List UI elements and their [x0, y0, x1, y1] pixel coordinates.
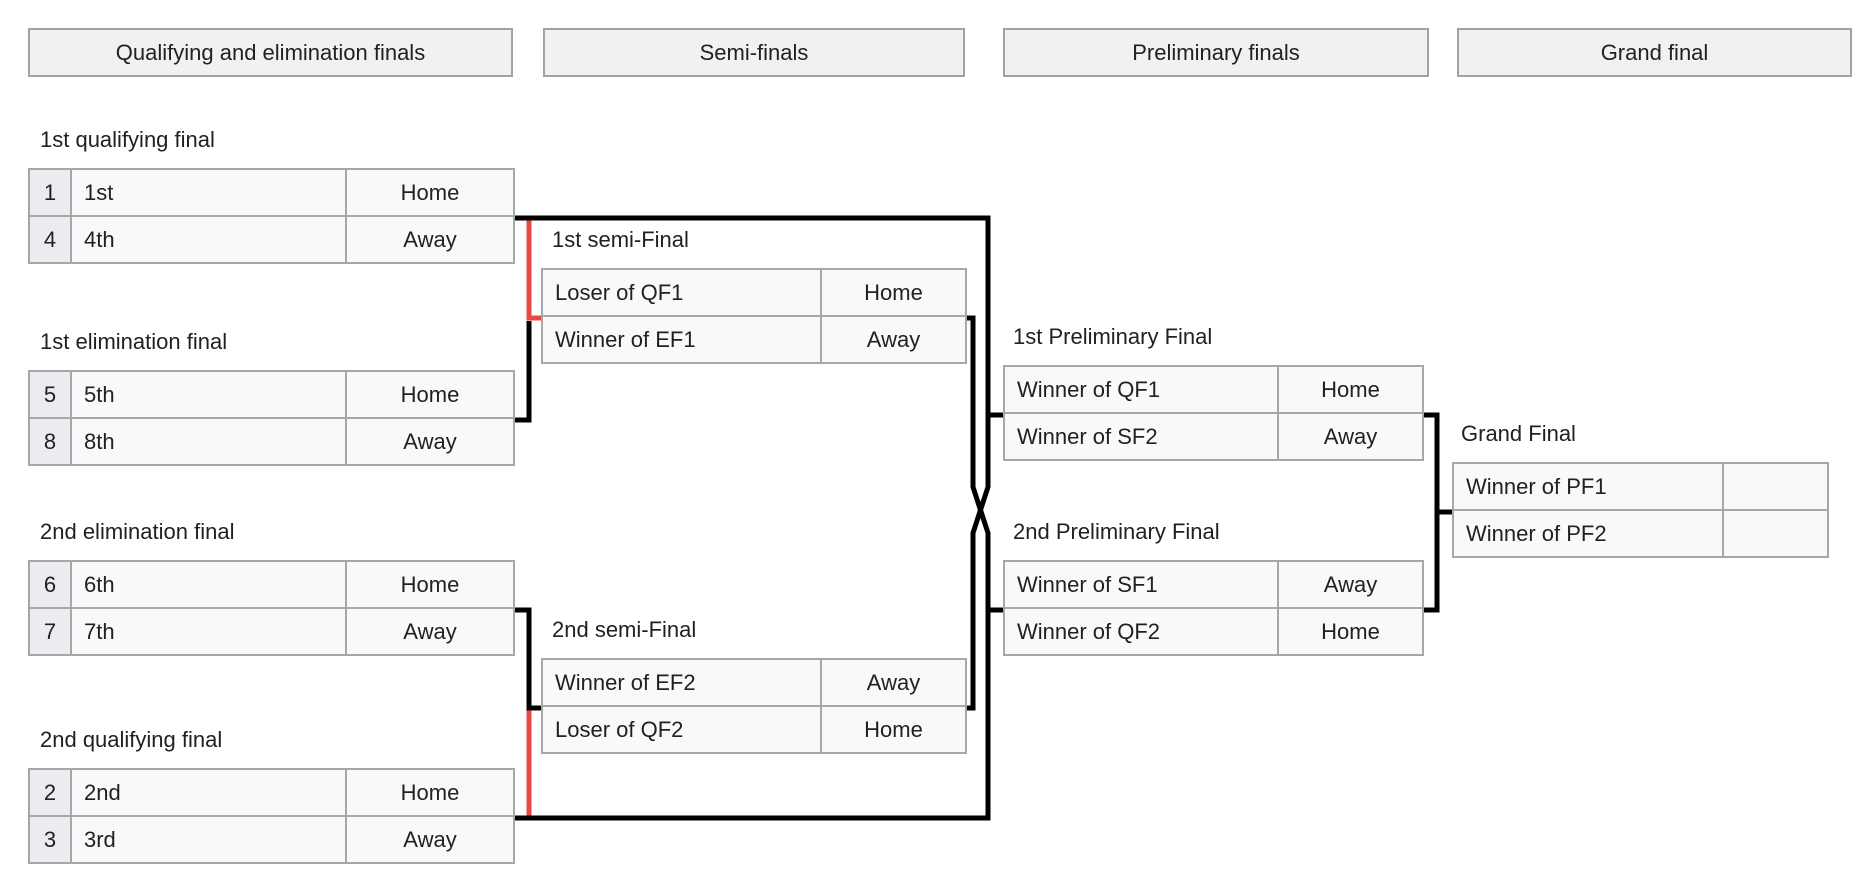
round-header-grandfinal: Grand final: [1457, 28, 1852, 77]
seed-cell: 5: [28, 370, 72, 419]
qf2-table: 2 2nd Home 3 3rd Away: [28, 768, 515, 864]
table-row: 7 7th Away: [28, 607, 515, 656]
ef1-winner-connector: [513, 321, 532, 423]
seed-cell: 6: [28, 560, 72, 609]
sf2-table: Winner of EF2 Away Loser of QF2 Home: [541, 658, 967, 754]
table-row: 3 3rd Away: [28, 815, 515, 864]
team-cell: Winner of PF2: [1452, 509, 1724, 558]
ef1-title: 1st elimination final: [40, 329, 228, 354]
venue-cell: Home: [345, 168, 515, 217]
round-header-qualifying: Qualifying and elimination finals: [28, 28, 513, 77]
qf1-winner-connector: [513, 215, 1003, 418]
venue-cell: Home: [1277, 365, 1424, 414]
team-cell: 2nd: [70, 768, 347, 817]
venue-cell: Home: [345, 370, 515, 419]
table-row: Winner of SF1 Away: [1003, 560, 1424, 609]
venue-cell: [1722, 509, 1829, 558]
ef2-table: 6 6th Home 7 7th Away: [28, 560, 515, 656]
team-cell: 5th: [70, 370, 347, 419]
venue-cell: Away: [1277, 412, 1424, 461]
seed-cell: 3: [28, 815, 72, 864]
sf1-table: Loser of QF1 Home Winner of EF1 Away: [541, 268, 967, 364]
ef2-title: 2nd elimination final: [40, 519, 235, 544]
pf1-table: Winner of QF1 Home Winner of SF2 Away: [1003, 365, 1424, 461]
venue-cell: Away: [345, 215, 515, 264]
seed-cell: 2: [28, 768, 72, 817]
table-row: 4 4th Away: [28, 215, 515, 264]
ef2-winner-connector: [513, 607, 541, 711]
table-row: Loser of QF1 Home: [541, 268, 967, 317]
venue-cell: Home: [820, 268, 967, 317]
venue-cell: Home: [1277, 607, 1424, 656]
team-cell: 3rd: [70, 815, 347, 864]
venue-cell: Away: [345, 607, 515, 656]
seed-cell: 4: [28, 215, 72, 264]
venue-cell: Home: [345, 560, 515, 609]
table-row: 5 5th Home: [28, 370, 515, 419]
ef1-table: 5 5th Home 8 8th Away: [28, 370, 515, 466]
team-cell: Winner of PF1: [1452, 462, 1724, 511]
sf2-title: 2nd semi-Final: [552, 617, 697, 642]
venue-cell: Away: [345, 417, 515, 466]
table-row: Winner of QF2 Home: [1003, 607, 1424, 656]
table-row: Winner of PF2: [1452, 509, 1829, 558]
team-cell: Loser of QF2: [541, 705, 822, 754]
table-row: Winner of EF1 Away: [541, 315, 967, 364]
pf2-table: Winner of SF1 Away Winner of QF2 Home: [1003, 560, 1424, 656]
team-cell: Loser of QF1: [541, 268, 822, 317]
qf1-table: 1 1st Home 4 4th Away: [28, 168, 515, 264]
team-cell: Winner of QF1: [1003, 365, 1279, 414]
team-cell: 4th: [70, 215, 347, 264]
seed-cell: 8: [28, 417, 72, 466]
qf2-title: 2nd qualifying final: [40, 727, 223, 752]
venue-cell: [1722, 462, 1829, 511]
seed-cell: 7: [28, 607, 72, 656]
table-row: 1 1st Home: [28, 168, 515, 217]
venue-cell: Away: [820, 658, 967, 707]
gf-table: Winner of PF1 Winner of PF2: [1452, 462, 1829, 558]
team-cell: 1st: [70, 168, 347, 217]
venue-cell: Away: [1277, 560, 1424, 609]
team-cell: 6th: [70, 560, 347, 609]
gf-connector: [1422, 412, 1452, 613]
table-row: 8 8th Away: [28, 417, 515, 466]
team-cell: Winner of EF2: [541, 658, 822, 707]
table-row: Winner of QF1 Home: [1003, 365, 1424, 414]
venue-cell: Away: [345, 815, 515, 864]
qf1-loser-connector: [526, 218, 541, 321]
venue-cell: Home: [820, 705, 967, 754]
qf2-winner-connector: [513, 607, 1003, 821]
round-header-semifinals: Semi-finals: [543, 28, 965, 77]
team-cell: Winner of EF1: [541, 315, 822, 364]
sf1-winner-connector: [960, 315, 991, 610]
gf-title: Grand Final: [1461, 421, 1576, 446]
seed-cell: 1: [28, 168, 72, 217]
team-cell: Winner of SF2: [1003, 412, 1279, 461]
round-header-preliminary: Preliminary finals: [1003, 28, 1429, 77]
team-cell: Winner of SF1: [1003, 560, 1279, 609]
pf1-title: 1st Preliminary Final: [1013, 324, 1213, 349]
team-cell: 8th: [70, 417, 347, 466]
sf1-title: 1st semi-Final: [552, 227, 689, 252]
table-row: 6 6th Home: [28, 560, 515, 609]
table-row: Winner of EF2 Away: [541, 658, 967, 707]
venue-cell: Home: [345, 768, 515, 817]
table-row: Winner of SF2 Away: [1003, 412, 1424, 461]
team-cell: Winner of QF2: [1003, 607, 1279, 656]
pf2-title: 2nd Preliminary Final: [1013, 519, 1220, 544]
table-row: Loser of QF2 Home: [541, 705, 967, 754]
table-row: 2 2nd Home: [28, 768, 515, 817]
team-cell: 7th: [70, 607, 347, 656]
qf1-title: 1st qualifying final: [40, 127, 215, 152]
sf2-winner-connector: [960, 415, 991, 711]
venue-cell: Away: [820, 315, 967, 364]
table-row: Winner of PF1: [1452, 462, 1829, 511]
